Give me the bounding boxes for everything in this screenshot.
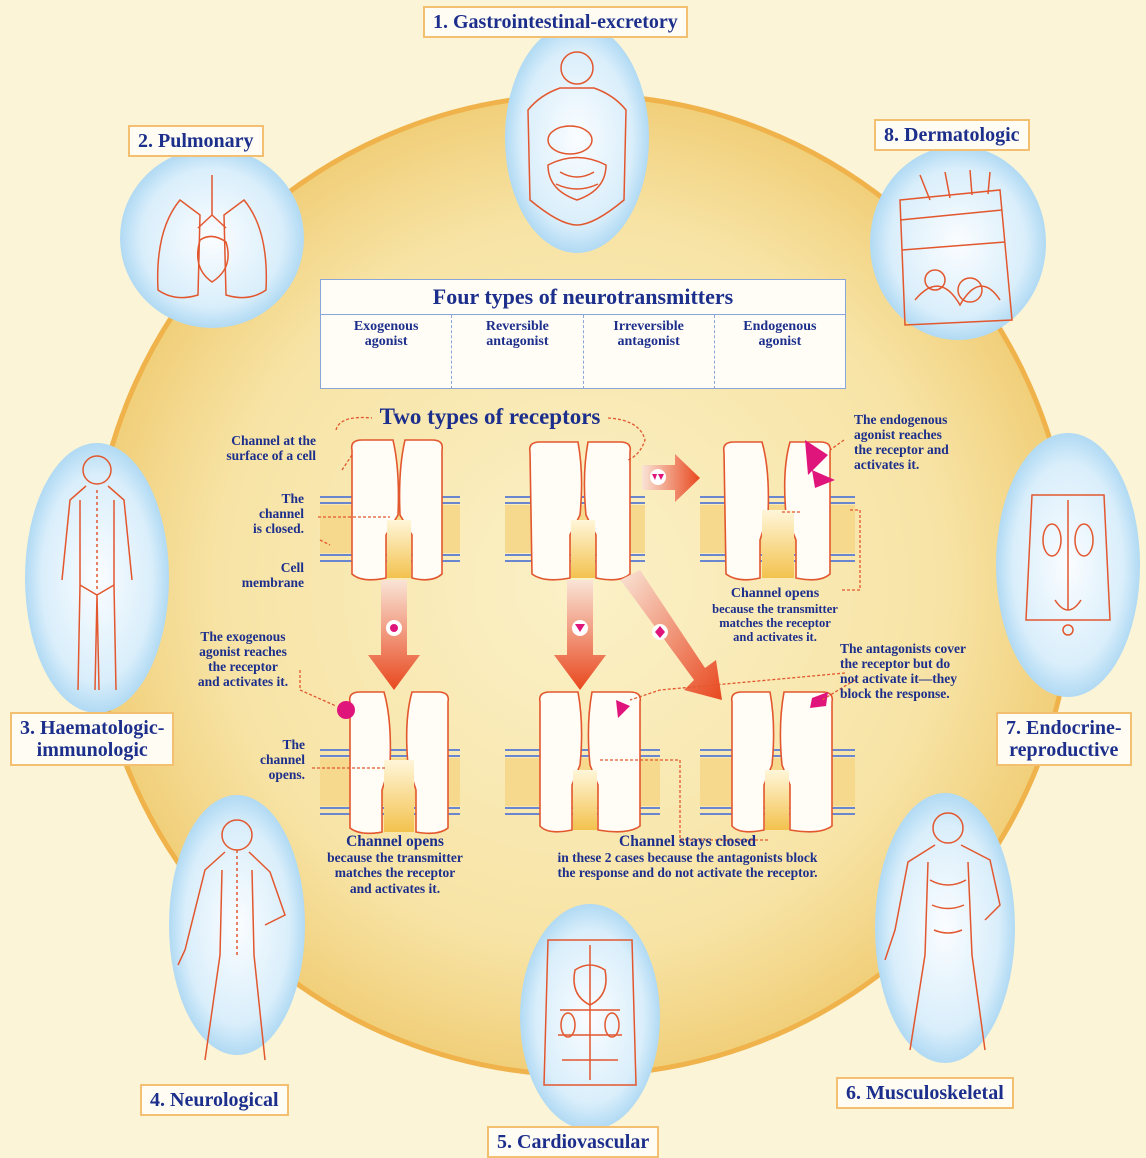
note-channel-opens-l3: opens. xyxy=(230,767,305,782)
note-endogenous-l2: agonist reaches xyxy=(854,427,994,442)
note-opens-exo-l1: Channel opens xyxy=(300,833,490,850)
note-exogenous-l3: the receptor xyxy=(178,659,308,674)
label-neuro: 4. Neurological xyxy=(140,1084,289,1116)
note-channel-closed-l1: The xyxy=(220,491,304,506)
neuro-oval xyxy=(169,795,305,1060)
legend-irreversible-line1: Irreversible xyxy=(584,319,714,334)
note-opens-endo-l2: because the transmitter xyxy=(690,602,860,616)
note-endogenous-l1: The endogenous xyxy=(854,412,994,427)
note-exogenous-reaches: The exogenous agonist reaches the recept… xyxy=(178,629,308,689)
note-channel-surface-l1: Channel at the xyxy=(190,433,316,448)
musculo-oval xyxy=(875,793,1015,1063)
note-channel-closed-l3: is closed. xyxy=(220,521,304,536)
note-endogenous-l3: the receptor and xyxy=(854,442,994,457)
note-channel-closed-l2: channel xyxy=(220,506,304,521)
note-channel-surface-l2: surface of a cell xyxy=(190,448,316,463)
note-channel-surface: Channel at the surface of a cell xyxy=(190,433,316,463)
note-antagonists-l2: the receptor but do xyxy=(840,656,1010,671)
legend-endogenous-line2: agonist xyxy=(715,334,845,349)
legend-title: Four types of neurotransmitters xyxy=(321,284,845,310)
legend-reversible-line1: Reversible xyxy=(452,319,582,334)
label-endo: 7. Endocrine- reproductive xyxy=(996,712,1132,766)
note-cell-membrane-l2: membrane xyxy=(212,575,304,590)
note-exogenous-l4: and activates it. xyxy=(178,674,308,689)
note-endogenous-l4: activates it. xyxy=(854,457,994,472)
note-cell-membrane-l1: Cell xyxy=(212,560,304,575)
note-stays-closed-l2: in these 2 cases because the antagonists… xyxy=(500,850,875,865)
note-channel-opens-l2: channel xyxy=(230,752,305,767)
label-haem: 3. Haematologic- immunologic xyxy=(10,712,174,766)
note-stays-closed: Channel stays closed in these 2 cases be… xyxy=(500,833,875,881)
note-stays-closed-l1: Channel stays closed xyxy=(500,833,875,850)
note-stays-closed-l3: the response and do not activate the rec… xyxy=(500,865,875,880)
note-opens-exo-l3: matches the receptor xyxy=(300,865,490,880)
label-cardio: 5. Cardiovascular xyxy=(487,1126,659,1158)
label-musculo: 6. Musculoskeletal xyxy=(836,1077,1014,1109)
note-antagonists-l4: block the response. xyxy=(840,686,1010,701)
label-derm: 8. Dermatologic xyxy=(874,119,1030,151)
legend-irreversible-line2: antagonist xyxy=(584,334,714,349)
note-cell-membrane: Cell membrane xyxy=(212,560,304,590)
note-exogenous-l2: agonist reaches xyxy=(178,644,308,659)
note-antagonists-l3: not activate it—they xyxy=(840,671,1010,686)
note-opens-endo-l4: and activates it. xyxy=(690,630,860,644)
receptors-title: Two types of receptors xyxy=(350,404,630,430)
note-channel-opens-l1: The xyxy=(230,737,305,752)
note-channel-closed: The channel is closed. xyxy=(220,491,304,536)
legend-reversible-line2: antagonist xyxy=(452,334,582,349)
note-antagonists-l1: The antagonists cover xyxy=(840,641,1010,656)
label-endo-line2: reproductive xyxy=(1006,739,1122,761)
label-gastro: 1. Gastrointestinal-excretory xyxy=(423,6,688,38)
label-pulmonary: 2. Pulmonary xyxy=(128,125,264,157)
pulmonary-oval xyxy=(120,148,304,328)
legend-endogenous-line1: Endogenous xyxy=(715,319,845,334)
label-endo-line1: 7. Endocrine- xyxy=(1006,717,1122,739)
derm-oval xyxy=(870,146,1046,340)
note-exogenous-l1: The exogenous xyxy=(178,629,308,644)
legend-exogenous-line1: Exogenous xyxy=(321,319,451,334)
note-channel-opens: The channel opens. xyxy=(230,737,305,782)
haem-oval xyxy=(25,443,169,713)
neurotransmitter-legend: Four types of neurotransmitters Exogenou… xyxy=(320,279,846,389)
note-channel-opens-exo: Channel opens because the transmitter ma… xyxy=(300,833,490,896)
note-opens-endo-l1: Channel opens xyxy=(690,586,860,602)
note-opens-endo-l3: matches the receptor xyxy=(690,616,860,630)
note-antagonists-cover: The antagonists cover the receptor but d… xyxy=(840,641,1010,701)
note-endogenous-reaches: The endogenous agonist reaches the recep… xyxy=(854,412,994,472)
label-haem-line2: immunologic xyxy=(20,739,164,761)
cardio-oval xyxy=(520,904,660,1130)
note-opens-exo-l4: and activates it. xyxy=(300,881,490,896)
label-haem-line1: 3. Haematologic- xyxy=(20,717,164,739)
endo-oval xyxy=(996,433,1140,697)
note-opens-exo-l2: because the transmitter xyxy=(300,850,490,865)
gastro-oval xyxy=(505,23,649,253)
exogenous-agonist-bound xyxy=(337,701,355,719)
note-channel-opens-endo: Channel opens because the transmitter ma… xyxy=(690,586,860,644)
legend-exogenous-line2: agonist xyxy=(321,334,451,349)
